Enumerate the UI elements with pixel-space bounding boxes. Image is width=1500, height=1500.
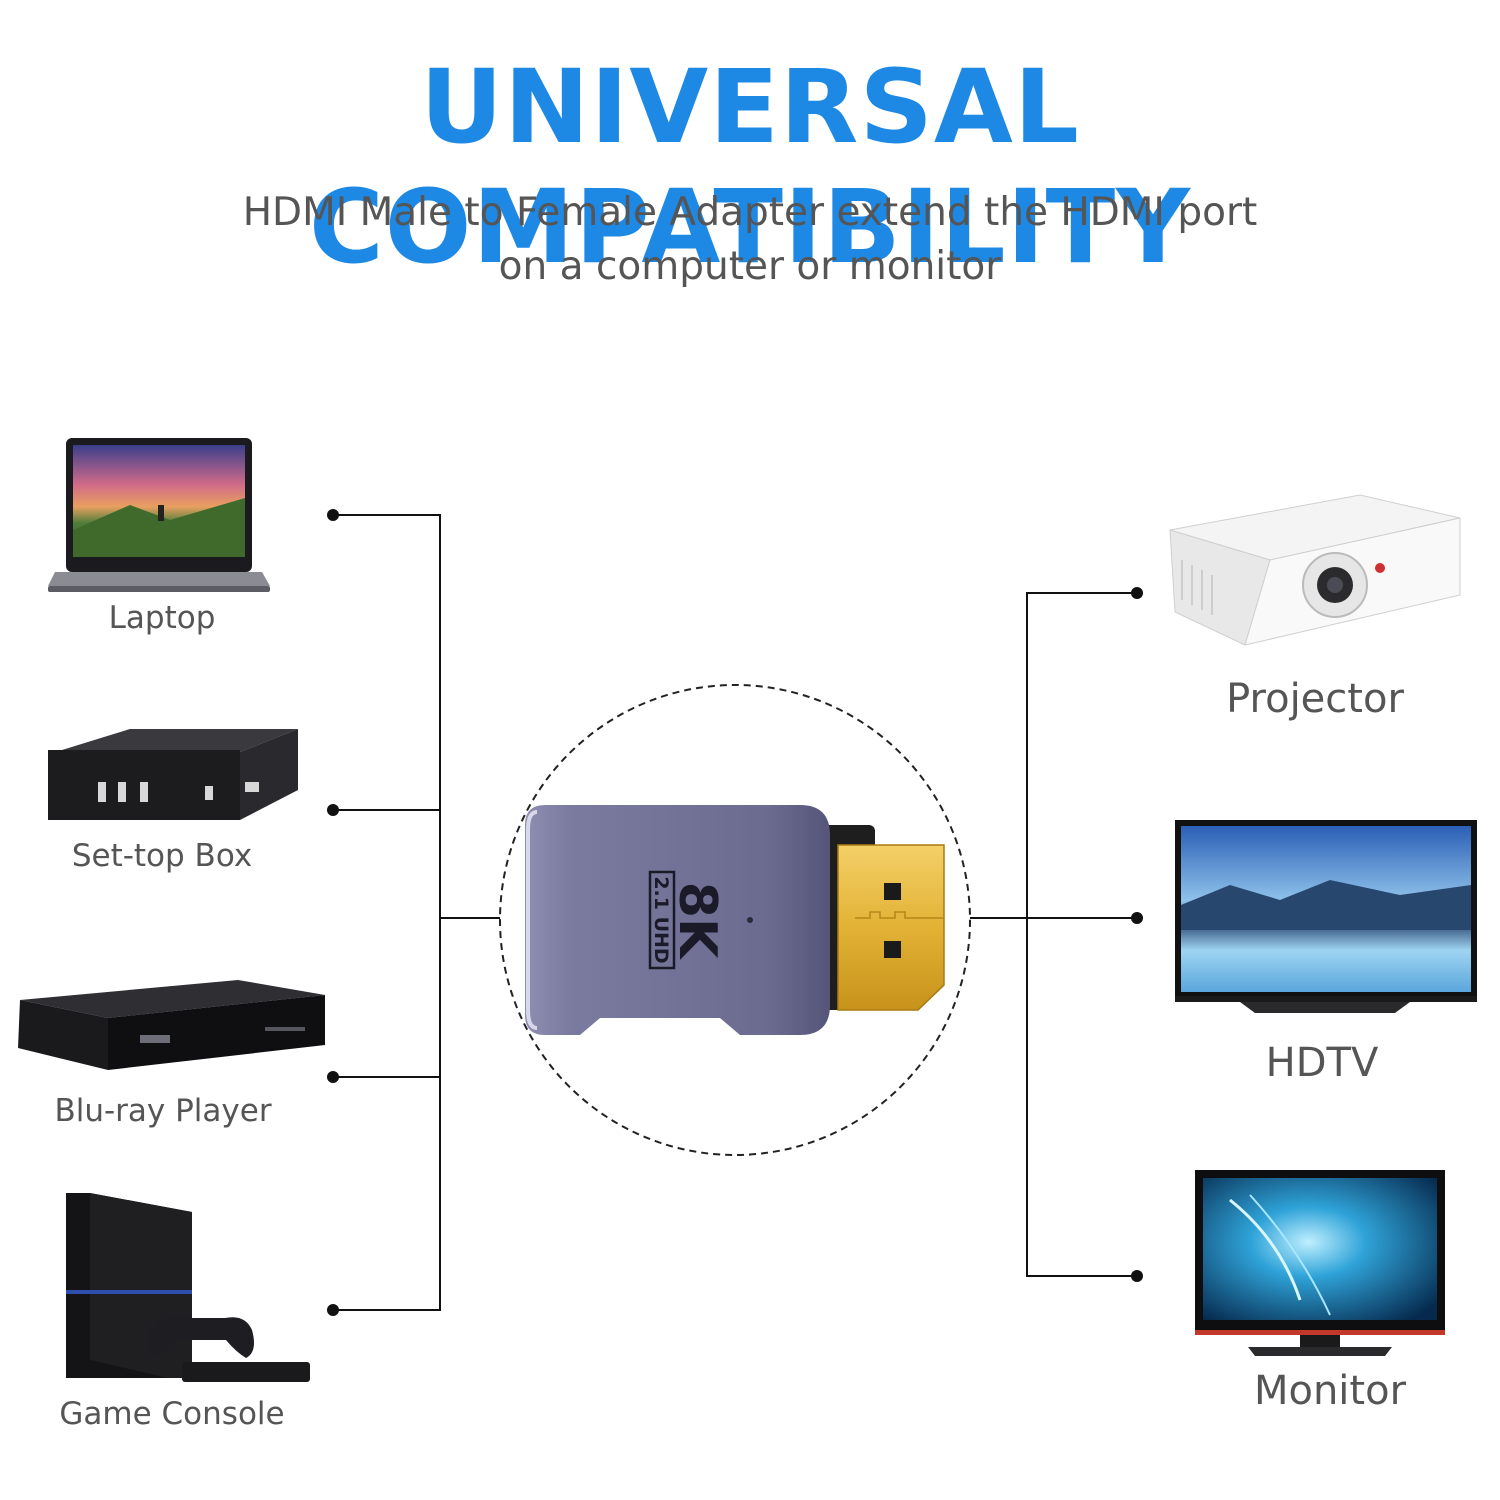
device-label-monitor: Monitor <box>1253 1368 1407 1414</box>
page-subtitle: HDMI Male to Female Adapter extend the H… <box>200 186 1300 294</box>
connector-dot-set-top-box <box>327 804 339 816</box>
connector-dot-laptop <box>327 509 339 521</box>
device-label-projector: Projector <box>1226 676 1404 722</box>
device-label-hdtv: HDTV <box>1265 1040 1379 1086</box>
blu-ray-player-icon <box>18 980 325 1070</box>
left-connector-lines <box>333 514 500 1311</box>
hdtv-icon <box>1175 820 1477 1013</box>
subtitle-line-2: on a computer or monitor <box>498 244 1002 289</box>
device-label-game-console: Game Console <box>59 1396 285 1432</box>
connector-dot-hdtv <box>1131 912 1143 924</box>
device-label-laptop: Laptop <box>108 600 216 636</box>
adapter-badge-uhd: 2.1 UHD <box>650 876 672 963</box>
page-title: UNIVERSAL COMPATIBILITY <box>308 48 1192 287</box>
device-label-blu-ray-player: Blu-ray Player <box>54 1093 272 1129</box>
left-connector-dots <box>327 509 339 1316</box>
hdmi-adapter-icon: 8K 2.1 UHD <box>525 805 945 1035</box>
projector-icon <box>1169 494 1461 646</box>
right-connector-lines <box>970 592 1137 1277</box>
game-console-icon <box>66 1193 310 1382</box>
connector-dot-projector <box>1131 587 1143 599</box>
connector-dot-blu-ray <box>327 1071 339 1083</box>
adapter-badge-8k: 8K <box>667 882 727 960</box>
laptop-icon <box>48 438 270 592</box>
connector-dot-game-console <box>327 1304 339 1316</box>
connector-dot-monitor <box>1131 1270 1143 1282</box>
right-connector-dots <box>1131 587 1143 1282</box>
subtitle-line-1: HDMI Male to Female Adapter extend the H… <box>242 190 1258 235</box>
device-label-set-top-box: Set-top Box <box>71 838 253 874</box>
set-top-box-icon <box>48 729 298 820</box>
monitor-icon <box>1195 1170 1445 1356</box>
